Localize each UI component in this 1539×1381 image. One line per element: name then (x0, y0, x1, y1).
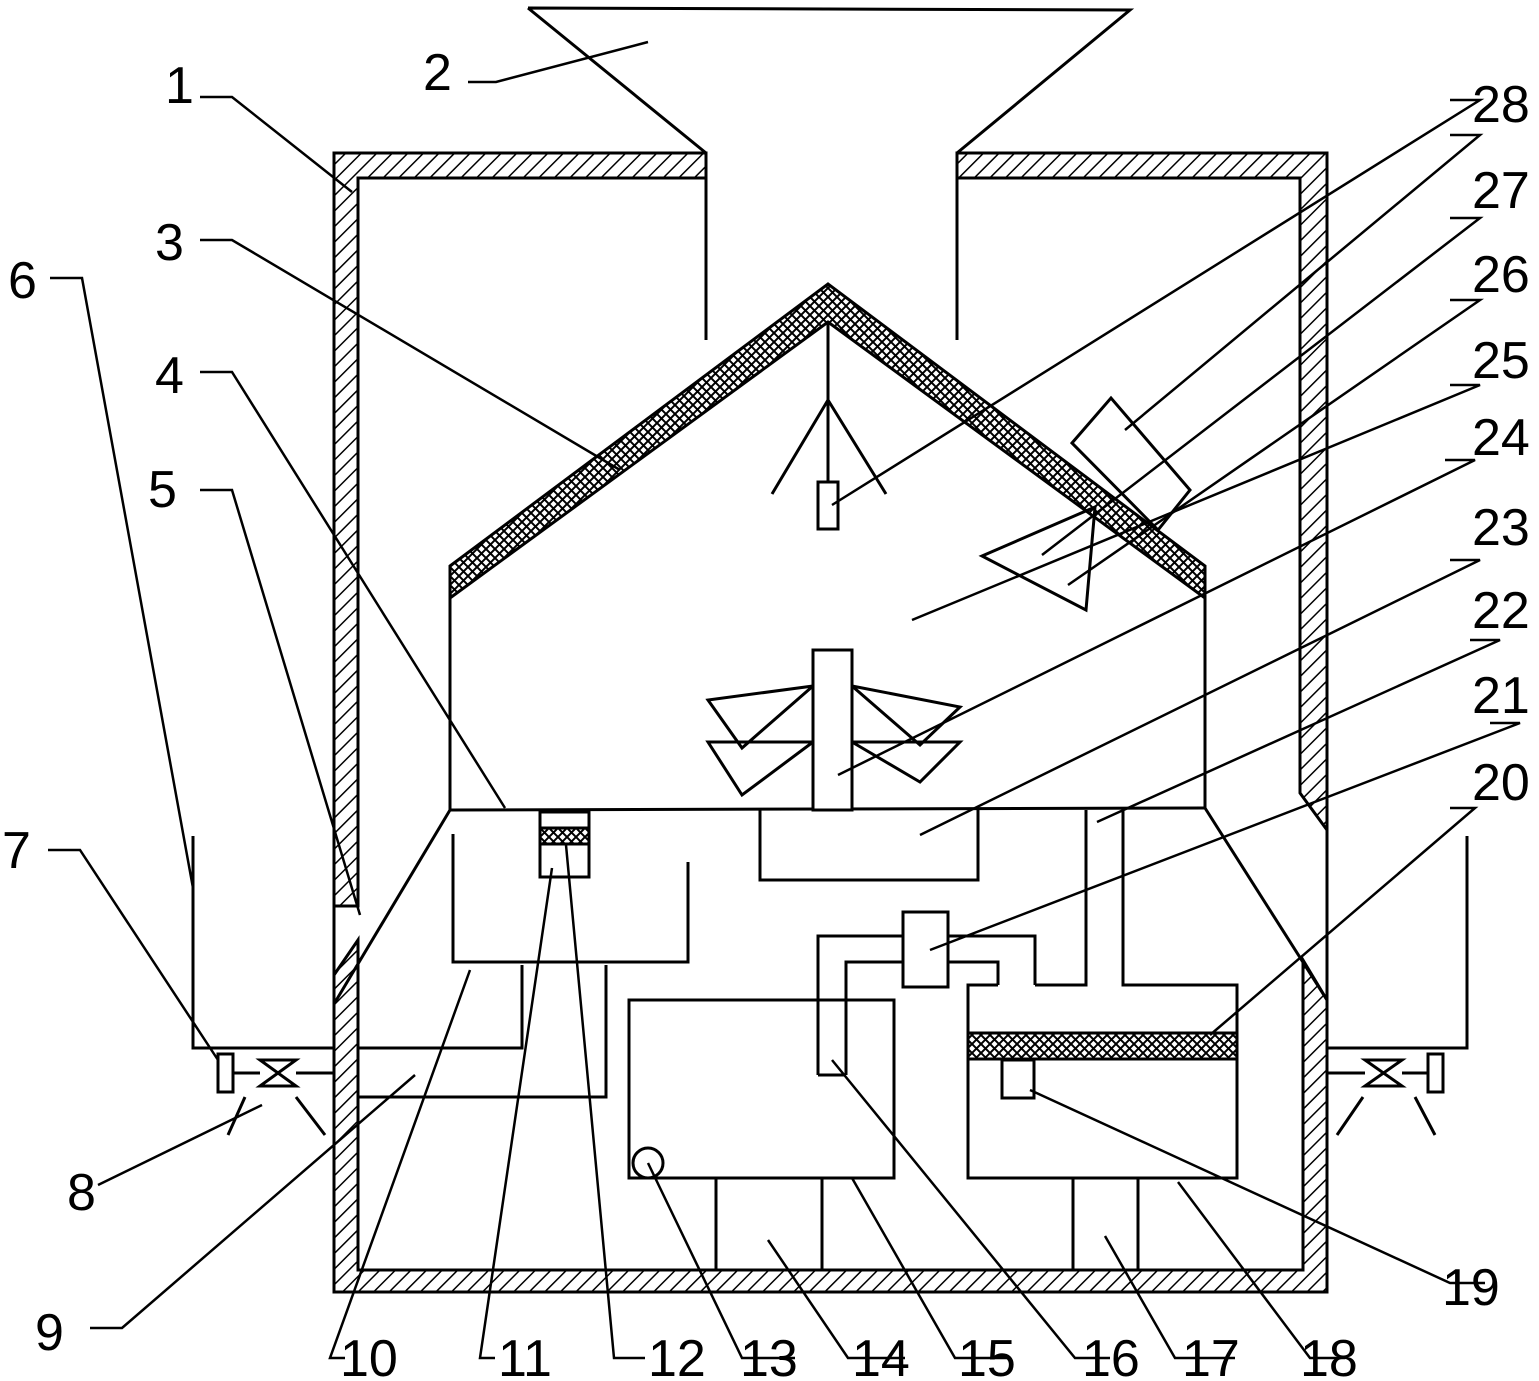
label-27: 27 (1472, 162, 1530, 220)
label-13: 13 (740, 1330, 798, 1381)
labels: 1 2 3 4 5 6 7 8 9 10 11 12 13 14 15 16 1… (2, 44, 1530, 1381)
label-24: 24 (1472, 409, 1530, 467)
label-7: 7 (2, 822, 31, 880)
label-3: 3 (155, 214, 184, 272)
label-6: 6 (8, 252, 37, 310)
label-23: 23 (1472, 499, 1530, 557)
sensor-unit (978, 395, 1192, 613)
label-14: 14 (852, 1330, 910, 1381)
label-16: 16 (1082, 1330, 1140, 1381)
label-1: 1 (165, 57, 194, 115)
label-9: 9 (35, 1304, 64, 1362)
label-17: 17 (1182, 1330, 1240, 1381)
label-10: 10 (340, 1330, 398, 1381)
label-25: 25 (1472, 332, 1530, 390)
label-11: 11 (498, 1330, 552, 1381)
label-4: 4 (155, 347, 184, 405)
label-26: 26 (1472, 246, 1530, 304)
label-5: 5 (148, 461, 177, 519)
label-12: 12 (648, 1330, 706, 1381)
label-18: 18 (1300, 1330, 1358, 1381)
right-outlet (1327, 836, 1469, 1136)
spray-nozzle (770, 322, 888, 531)
label-2: 2 (423, 44, 452, 102)
lower-section (332, 807, 1329, 1270)
label-28: 28 (1472, 76, 1530, 134)
leader-lines (48, 40, 1521, 1360)
feed-hopper (527, 6, 1135, 340)
left-outlet (191, 836, 334, 1136)
label-19: 19 (1442, 1259, 1500, 1317)
label-22: 22 (1472, 582, 1530, 640)
label-8: 8 (67, 1164, 96, 1222)
label-15: 15 (958, 1330, 1016, 1381)
stirrer (705, 648, 964, 812)
label-20: 20 (1472, 754, 1530, 812)
label-21: 21 (1472, 667, 1530, 725)
